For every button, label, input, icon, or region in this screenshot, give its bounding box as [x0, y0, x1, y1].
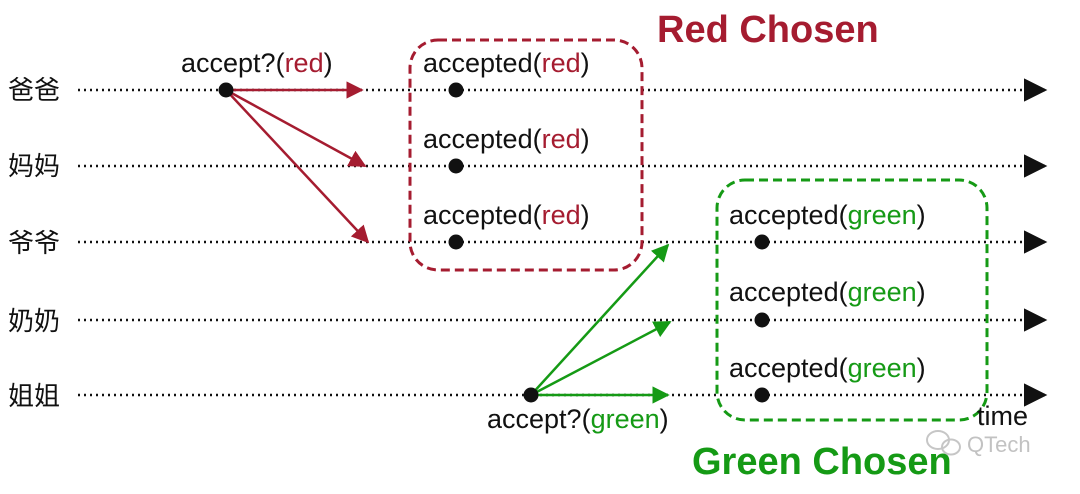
accepted-label-yeye-green: accepted(green) — [729, 200, 926, 230]
lane-label-jiejie: 姐姐 — [8, 382, 60, 412]
green-arrow-nainai — [530, 320, 672, 397]
accept-dot-mama — [448, 158, 464, 174]
green-arrow-yeye — [530, 243, 670, 396]
accept-dot-baba — [448, 82, 464, 98]
lane-label-yeye: 爷爷 — [8, 229, 60, 259]
accepted-label-yeye-red: accepted(red) — [423, 200, 590, 230]
proposal-label-green: accept?(green) — [487, 404, 669, 434]
red-chosen-box — [408, 38, 644, 272]
red-chosen-title: Red Chosen — [657, 9, 879, 51]
watermark: QTech — [926, 430, 1031, 457]
accepted-label-mama: accepted(red) — [423, 124, 590, 154]
proposer-dot-baba — [218, 82, 234, 98]
wechat-icon — [926, 430, 961, 456]
accept-dot-yeye-green — [754, 234, 770, 250]
accept-dot-yeye-red — [448, 234, 464, 250]
lane-label-nainai: 奶奶 — [8, 307, 60, 337]
watermark-text: QTech — [967, 432, 1031, 457]
accept-dot-jiejie — [754, 387, 770, 403]
lane-label-mama: 妈妈 — [8, 152, 60, 182]
red-arrow-mama — [225, 88, 367, 168]
lane-label-baba: 爸爸 — [8, 76, 60, 106]
red-arrow-yeye — [225, 89, 370, 244]
accepted-label-jiejie: accepted(green) — [729, 353, 926, 383]
time-axis-label: time — [977, 401, 1028, 431]
accepted-label-baba: accepted(red) — [423, 48, 590, 78]
proposal-label-red: accept?(red) — [181, 48, 333, 78]
green-chosen-box — [715, 178, 989, 422]
accepted-label-nainai: accepted(green) — [729, 277, 926, 307]
accept-dot-nainai — [754, 312, 770, 328]
green-chosen-title: Green Chosen — [692, 441, 952, 483]
proposer-dot-jiejie — [523, 387, 539, 403]
